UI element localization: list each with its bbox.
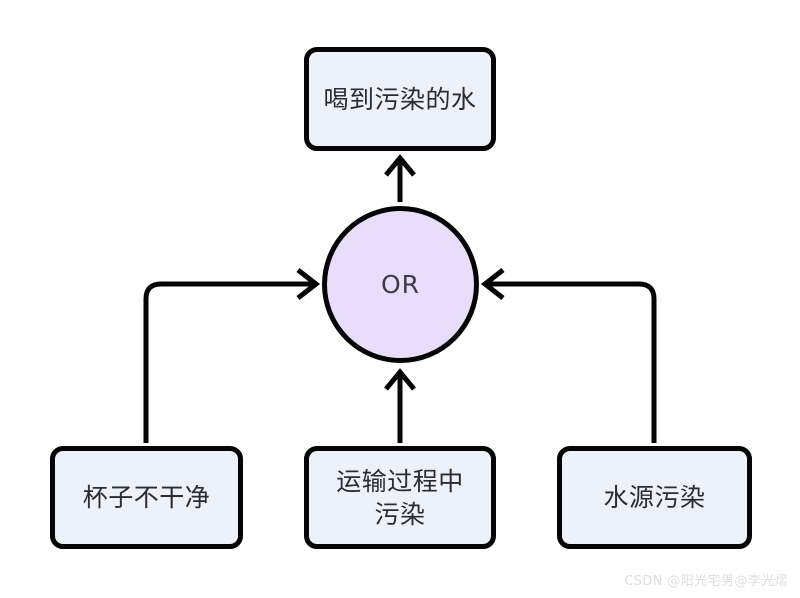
- node-or-gate[interactable]: OR: [322, 206, 479, 363]
- node-or-gate-label: OR: [380, 270, 421, 299]
- node-cause-source[interactable]: 水源污染: [557, 446, 752, 549]
- node-cause-transport-label: 运输过程中 污染: [336, 466, 464, 529]
- edge-transport-to-gate: [384, 368, 416, 443]
- node-cause-cup[interactable]: 杯子不干净: [50, 446, 243, 549]
- node-cause-cup-label: 杯子不干净: [82, 483, 211, 512]
- edge-cup-to-gate: [143, 268, 321, 443]
- node-top-event-label: 喝到污染的水: [323, 84, 477, 114]
- node-top-event[interactable]: 喝到污染的水: [304, 47, 496, 151]
- node-cause-source-label: 水源污染: [603, 483, 706, 512]
- edge-gate-to-top: [384, 154, 416, 202]
- watermark: CSDN @阳光宅男@李光熠: [624, 574, 788, 589]
- edge-source-to-gate: [480, 268, 657, 443]
- node-cause-transport[interactable]: 运输过程中 污染: [304, 446, 496, 549]
